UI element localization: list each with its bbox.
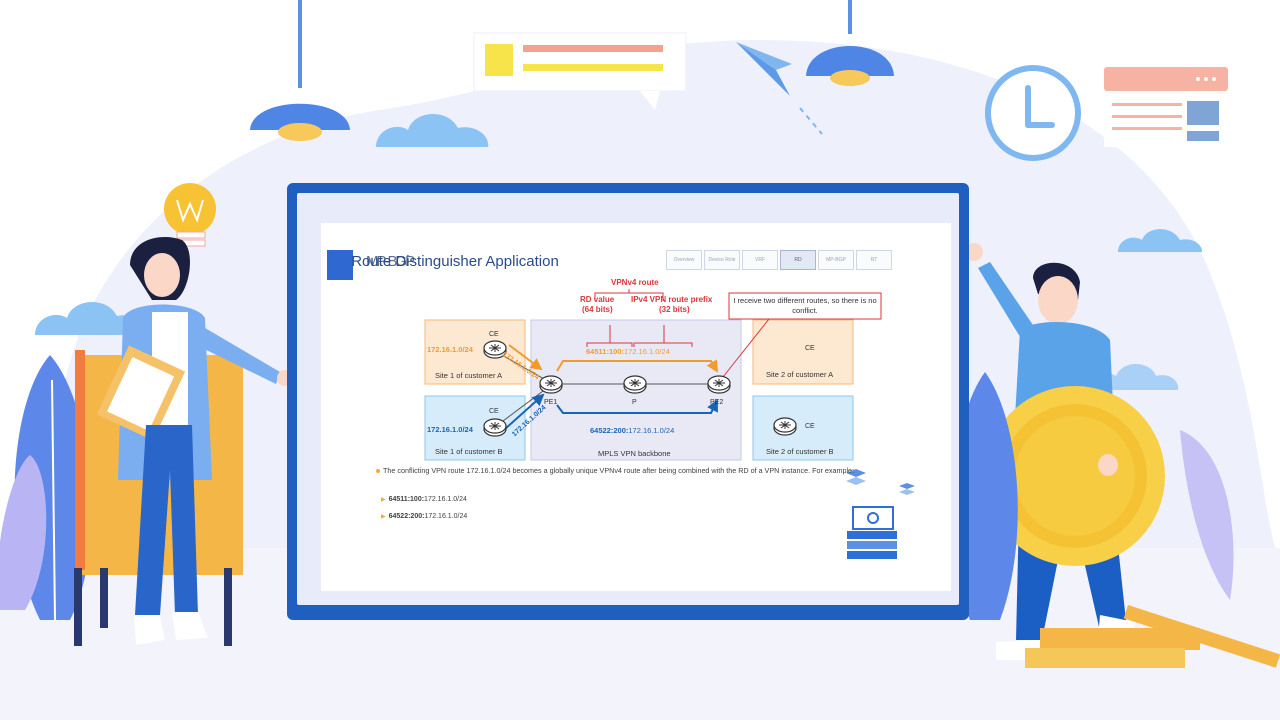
bullet-arrow-icon: ▶ (381, 497, 386, 503)
lamp-icon (250, 0, 350, 141)
plant-icon (0, 355, 92, 621)
route-b-prefix: 172.16.1.0/24 (628, 426, 675, 435)
site1a-label: Site 1 of customer A (435, 371, 503, 380)
rd-value-label: RD value (580, 295, 615, 304)
lightbulb-icon (164, 183, 216, 247)
prefix-b-label: 172.16.1.0/24 (427, 425, 473, 434)
tab-rt[interactable]: RT (856, 250, 892, 270)
router-icon (623, 375, 647, 394)
tab-mp-bgp[interactable]: MP-BGP (818, 250, 854, 270)
ce-label-1b: CE (489, 408, 499, 415)
ipv4-bits-label: (32 bits) (659, 305, 690, 314)
site2b-box (752, 395, 854, 461)
bullet-dot (376, 469, 380, 473)
route-a-label: 64511:100:172.16.1.0/24 (586, 347, 670, 356)
example-2-rd: 64522:200: (388, 513, 425, 520)
network-diagram (424, 289, 915, 559)
router-icon (773, 417, 797, 436)
title-overlap-text: MP-BGP (366, 253, 415, 270)
monitor-screen: MP-BGPRoute Distinguisher Application Ov… (297, 193, 959, 605)
backbone-label: MPLS VPN backbone (598, 449, 671, 458)
coin-icon (985, 386, 1280, 668)
site2b-label: Site 2 of customer B (766, 447, 834, 456)
site1b-label: Site 1 of customer B (435, 447, 503, 456)
callout-text: I receive two different routes, so there… (733, 296, 877, 315)
lamp-icon (806, 0, 894, 86)
route-b-rd: 64522:200: (590, 426, 629, 435)
pe2-label: PE2 (710, 399, 724, 406)
title-accent-box (327, 250, 353, 280)
rd-bits-label: (64 bits) (582, 305, 613, 314)
site2a-label: Site 2 of customer A (766, 370, 834, 379)
prefix-a-label: 172.16.1.0/24 (427, 345, 473, 354)
tab-device-role[interactable]: Device Role (704, 250, 740, 270)
nav-tabs: Overview Device Role VRF RD MP-BGP RT (666, 250, 892, 270)
presentation-monitor: MP-BGPRoute Distinguisher Application Ov… (287, 183, 969, 620)
example-1-rd: 64511:100: (388, 496, 425, 503)
tab-overview[interactable]: Overview (666, 250, 702, 270)
ce-label-1a: CE (489, 331, 499, 338)
site2a-box (752, 319, 854, 385)
ipv4-prefix-label: IPv4 VPN route prefix (631, 295, 713, 304)
tab-rd[interactable]: RD (780, 250, 816, 270)
site1a-box (424, 319, 526, 385)
router-icon (539, 375, 563, 394)
paper-plane-icon (736, 42, 823, 135)
ce-label-2b: CE (805, 423, 815, 430)
title-text: Route Distinguisher Application (351, 253, 559, 270)
bullet-main-text: The conflicting VPN route 172.16.1.0/24 … (383, 466, 855, 475)
route-a-prefix: 172.16.1.0/24 (623, 347, 670, 356)
callout-box (728, 292, 882, 320)
chat-bubble-icon (473, 32, 687, 110)
example-2-prefix: 172.16.1.0/24 (424, 513, 468, 520)
pe1-label: PE1 (544, 399, 558, 406)
p-label: P (632, 399, 637, 406)
clock-icon (985, 65, 1081, 161)
example-1: ▶64511:100:172.16.1.0/24 (381, 496, 467, 503)
route-b-label: 64522:200:172.16.1.0/24 (590, 426, 674, 435)
router-icon (707, 375, 731, 394)
slide: MP-BGPRoute Distinguisher Application Ov… (321, 223, 951, 591)
router-icon (483, 418, 507, 437)
bullet-arrow-icon: ▶ (381, 514, 386, 520)
tab-vrf[interactable]: VRF (742, 250, 778, 270)
route-a-rd: 64511:100: (586, 347, 624, 356)
browser-window-icon (1104, 67, 1228, 147)
bullet-main: The conflicting VPN route 172.16.1.0/24 … (376, 466, 923, 475)
server-icon (846, 469, 915, 559)
slide-title: MP-BGPRoute Distinguisher Application (351, 253, 559, 270)
example-2: ▶64522:200:172.16.1.0/24 (381, 513, 467, 520)
site1b-box (424, 395, 526, 461)
vpnv4-route-label: VPNv4 route (611, 278, 659, 287)
example-1-prefix: 172.16.1.0/24 (424, 496, 467, 503)
ce-label-2a: CE (805, 345, 815, 352)
cloud-icon (35, 113, 1203, 390)
woman-figure (96, 237, 293, 645)
